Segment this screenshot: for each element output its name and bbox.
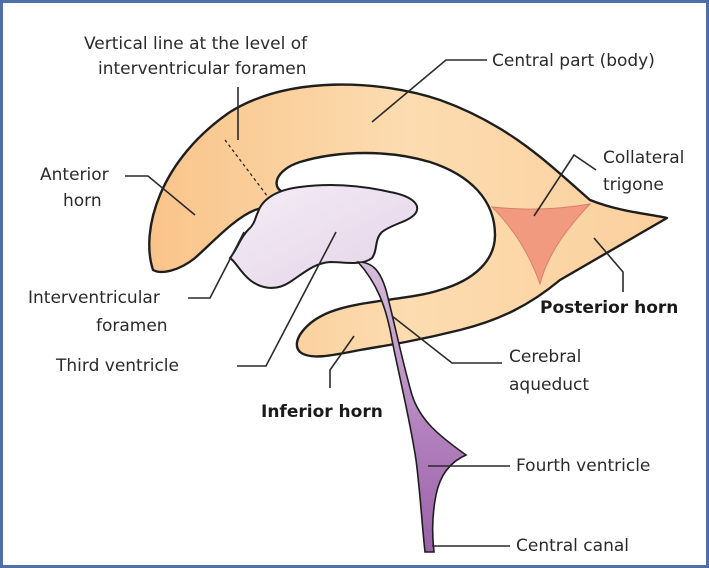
label-vertical-line-1: Vertical line at the level of [84, 34, 308, 54]
label-posterior-horn: Posterior horn [540, 298, 678, 318]
label-cerebral-1: Cerebral [509, 347, 581, 367]
label-cerebral-2: aqueduct [509, 375, 589, 395]
label-anterior-1: Anterior [40, 165, 109, 185]
label-interventricular-2: foramen [96, 316, 168, 336]
label-interventricular-1: Interventricular [28, 288, 160, 308]
label-inferior-horn: Inferior horn [261, 402, 383, 422]
label-central-canal: Central canal [516, 536, 629, 556]
label-central-part: Central part (body) [492, 51, 655, 71]
label-fourth-ventricle: Fourth ventricle [516, 456, 650, 476]
label-vertical-line-2: interventricular foramen [98, 59, 307, 79]
label-collateral-1: Collateral [603, 148, 684, 168]
label-third-ventricle: Third ventricle [55, 356, 179, 376]
label-anterior-2: horn [63, 191, 102, 211]
label-collateral-2: trigone [603, 175, 664, 195]
